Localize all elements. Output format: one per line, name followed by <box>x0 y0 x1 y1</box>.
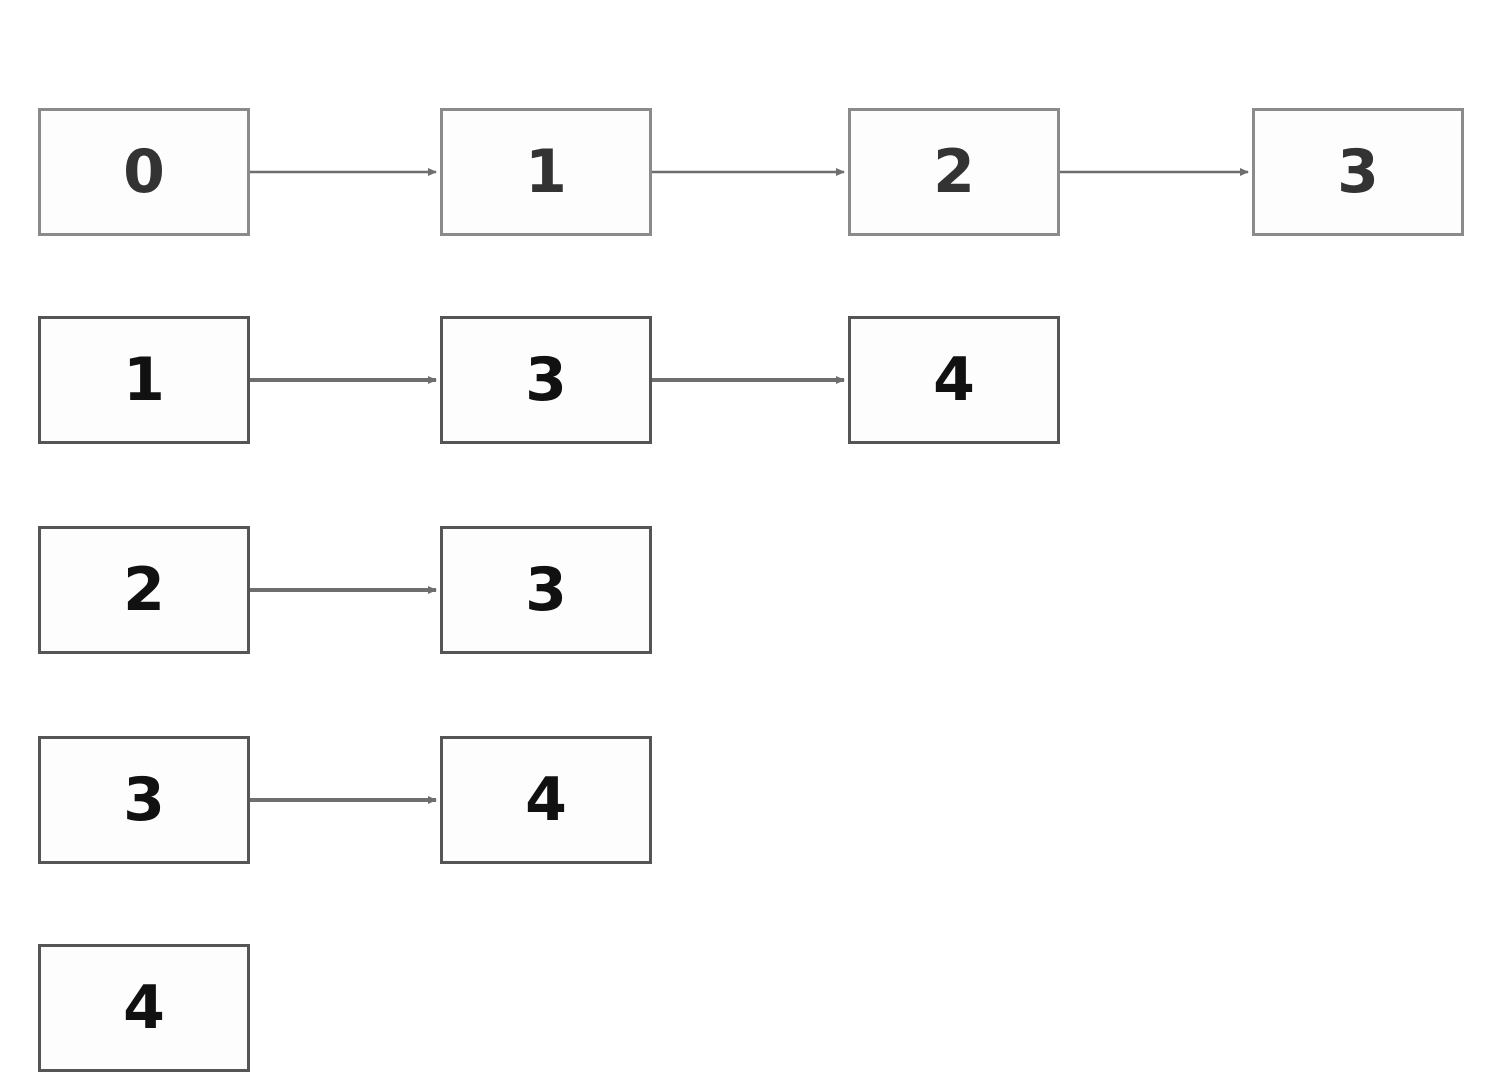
neighbor-label: 3 <box>525 555 567 625</box>
vertex-label: 1 <box>123 345 165 415</box>
vertex-label: 0 <box>123 137 165 207</box>
neighbor-label: 3 <box>525 345 567 415</box>
neighbor-label: 4 <box>933 345 975 415</box>
vertex-label: 3 <box>123 765 165 835</box>
neighbor-label: 3 <box>1337 137 1379 207</box>
neighbor-node-2-3: 3 <box>440 526 652 654</box>
neighbor-node-1-3: 3 <box>440 316 652 444</box>
neighbor-node-3-4: 4 <box>440 736 652 864</box>
vertex-head-3: 3 <box>38 736 250 864</box>
vertex-head-2: 2 <box>38 526 250 654</box>
vertex-label: 4 <box>123 973 165 1043</box>
vertex-head-4: 4 <box>38 944 250 1072</box>
vertex-head-1: 1 <box>38 316 250 444</box>
neighbor-label: 2 <box>933 137 975 207</box>
neighbor-node-1-4: 4 <box>848 316 1060 444</box>
neighbor-node-0-2: 2 <box>848 108 1060 236</box>
vertex-label: 2 <box>123 555 165 625</box>
neighbor-label: 1 <box>525 137 567 207</box>
neighbor-label: 4 <box>525 765 567 835</box>
neighbor-node-0-3: 3 <box>1252 108 1464 236</box>
neighbor-node-0-1: 1 <box>440 108 652 236</box>
vertex-head-0: 0 <box>38 108 250 236</box>
